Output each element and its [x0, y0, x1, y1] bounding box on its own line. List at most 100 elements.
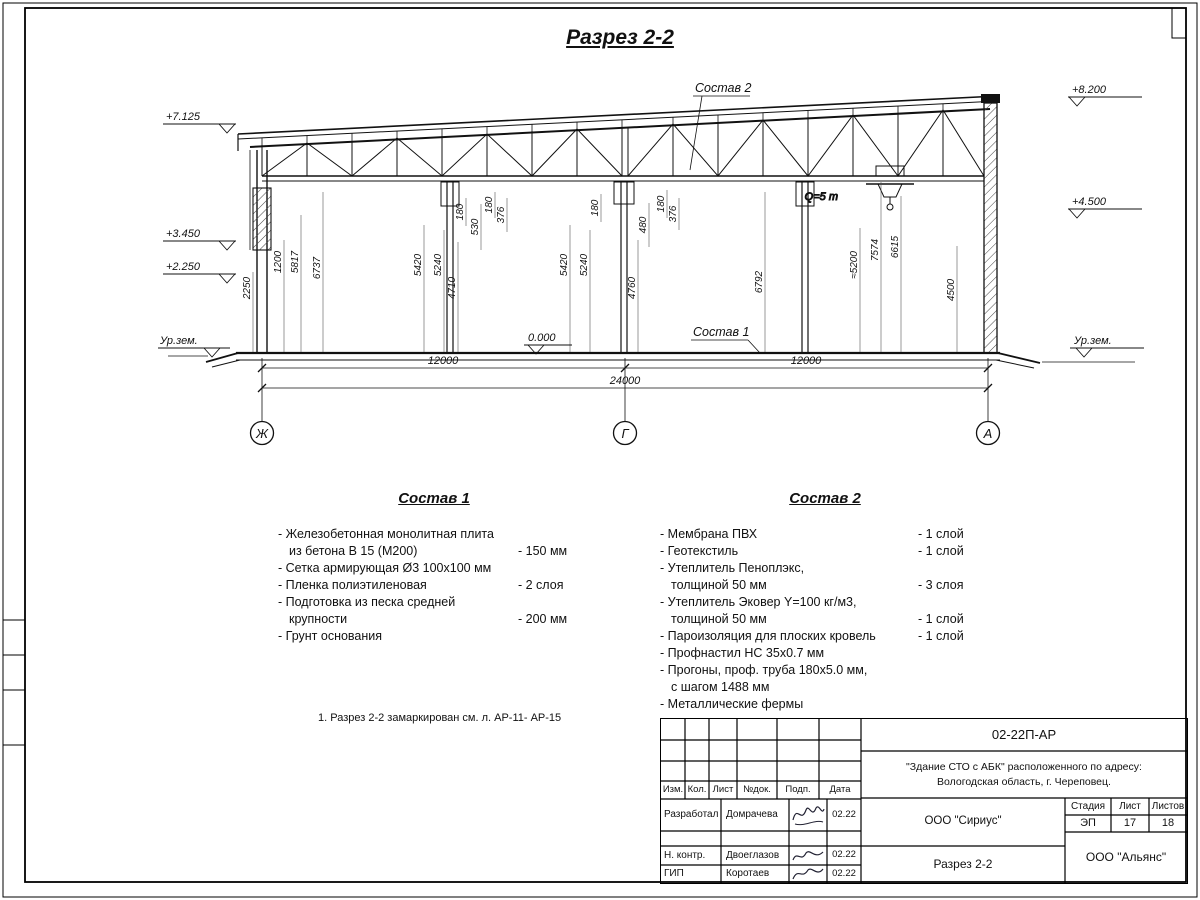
vdim-label: 4710	[447, 276, 458, 299]
design-organization: ООО "Сириус"	[924, 815, 1002, 828]
axis-bubble-label: Г	[621, 426, 629, 441]
elevation-label: +7.125	[166, 111, 201, 123]
col-header-list: Лист	[712, 783, 734, 795]
ground-level-label: Ур.зем.	[1073, 335, 1112, 347]
signature-icon	[792, 868, 824, 880]
material-item: - Подготовка из песка средней крупности	[278, 595, 456, 626]
material-value: - 1 слой	[918, 527, 964, 541]
vdim-label: 6615	[890, 235, 901, 258]
zero-level-label: 0.000	[528, 332, 556, 344]
elevation-label: +2.250	[166, 261, 201, 273]
signature-normcontrol	[789, 846, 827, 865]
dimension-witness-lines	[252, 182, 958, 352]
material-value: - 1 слой	[918, 544, 964, 558]
vdim-label: 7574	[870, 238, 881, 261]
col-header-data: Дата	[829, 783, 851, 795]
vertical-dimensions: 2250 1200 5817 6737 5420 5240 4710 180 5…	[242, 195, 957, 301]
elevation-label: +4.500	[1072, 196, 1107, 208]
roof	[237, 94, 1000, 151]
title-block: Изм. Кол. Лист №док. Подп. Дата Разработ…	[660, 718, 1188, 884]
ground-level-label: Ур.зем.	[159, 335, 198, 347]
material-value: - 2 слоя	[518, 578, 564, 592]
drawing-title: Разрез 2-2	[566, 26, 674, 49]
name-developer: Домрачева	[726, 809, 778, 821]
stamp-drawing-name: Разрез 2-2	[933, 857, 993, 872]
axis-bubble-label: А	[983, 426, 993, 441]
sheets-header: Листов	[1151, 800, 1185, 812]
stage-header: Стадия	[1070, 800, 1106, 812]
material-value: - 1 слой	[918, 629, 964, 643]
material-item: - Утеплитель Эковер Y=100 кг/м3, толщино…	[660, 595, 857, 626]
signature-developer	[789, 799, 827, 831]
sheet-number: 17	[1123, 817, 1137, 830]
columns-walls	[249, 102, 998, 354]
horizontal-dimensions: 12000 12000 24000	[257, 355, 993, 394]
role-gip: ГИП	[664, 868, 684, 880]
hook-icon	[886, 203, 894, 211]
material-item: - Мембрана ПВХ	[660, 527, 758, 541]
role-developer: Разработал	[664, 809, 719, 821]
composition-2-heading: Состав 2	[789, 490, 861, 507]
date-developer: 02.22	[832, 808, 856, 820]
signature-icon	[792, 806, 825, 826]
customer-organization: ООО "Альянс"	[1085, 850, 1167, 865]
elevation-marks: +7.125 +3.450 +2.250 Ур.зем. +8.200 +4.5…	[158, 84, 1144, 358]
vdim-label: 376	[496, 206, 507, 223]
col-header-kol: Кол.	[687, 783, 707, 795]
composition-1-heading: Состав 1	[398, 490, 470, 507]
purlin-ticks	[261, 104, 944, 145]
col-header-podp: Подп.	[785, 783, 811, 795]
material-item: - Геотекстиль	[660, 544, 739, 558]
signature-icon	[792, 850, 824, 860]
right-wall	[983, 102, 998, 354]
project-line-2: Вологодская область, г. Череповец.	[937, 775, 1111, 788]
vdim-label: 5240	[579, 253, 590, 276]
vdim-label: 530	[470, 218, 481, 235]
vdim-label: 180	[656, 195, 667, 212]
sheet-note: 1. Разрез 2-2 замаркирован см. л. АР-11-…	[318, 712, 562, 724]
material-value: - 1 слой	[918, 612, 964, 626]
stage-value: ЭП	[1080, 817, 1096, 830]
vdim-label: 6792	[754, 270, 765, 293]
name-normcontrol: Двоеглазов	[726, 849, 780, 861]
callout-floor-label: Состав 1	[693, 325, 749, 339]
vdim-label: 5420	[413, 253, 424, 276]
elevation-label: +8.200	[1072, 84, 1107, 96]
grid-axes: Ж Г А	[249, 394, 1001, 446]
crane-hoist: Q=5 т	[804, 165, 914, 211]
material-item: - Грунт основания	[278, 629, 383, 643]
material-item: - Пароизоляция для плоских кровель	[660, 629, 876, 643]
crane-capacity-label: Q=5 т	[805, 191, 838, 203]
vdim-label: 180	[455, 203, 466, 220]
project-description: "Здание СТО с АБК" расположенного по адр…	[861, 751, 1187, 798]
sheets-total: 18	[1161, 817, 1175, 830]
material-value: - 3 слоя	[918, 578, 964, 592]
vdim-label: 376	[668, 205, 679, 222]
vdim-label: ≈5200	[849, 251, 860, 279]
name-gip: Коротаев	[726, 868, 770, 880]
axis-bubble-label: Ж	[255, 426, 269, 441]
project-line-1: "Здание СТО с АБК" расположенного по адр…	[906, 761, 1142, 774]
sheet-header: Лист	[1119, 800, 1141, 812]
callout-roof-label: Состав 2	[695, 81, 751, 95]
vdim-label: 5420	[559, 253, 570, 276]
date-gip: 02.22	[832, 867, 856, 879]
material-item: - Утеплитель Пеноплэкс, толщиной 50 мм	[660, 561, 805, 592]
role-normcontrol: Н. контр.	[664, 849, 706, 861]
material-item: - Профнастил НС 35х0.7 мм	[660, 646, 825, 660]
vdim-label: 180	[590, 199, 601, 216]
vdim-label: 2250	[242, 276, 253, 300]
col-header-izm: Изм.	[662, 783, 684, 795]
elevation-label: +3.450	[166, 228, 201, 240]
composition-list-2: Состав 2 - Мембрана ПВХ - 1 слой - Геотек…	[660, 490, 990, 713]
material-value: - 150 мм	[518, 544, 568, 558]
document-number: 02-22П-АР	[991, 727, 1057, 743]
material-item: - Пленка полиэтиленовая	[278, 578, 427, 592]
roof-truss	[261, 108, 985, 182]
col-header-ndok: №док.	[743, 783, 771, 795]
span-dim-label: 12000	[791, 355, 822, 367]
material-item: - Металлические фермы	[660, 697, 804, 711]
